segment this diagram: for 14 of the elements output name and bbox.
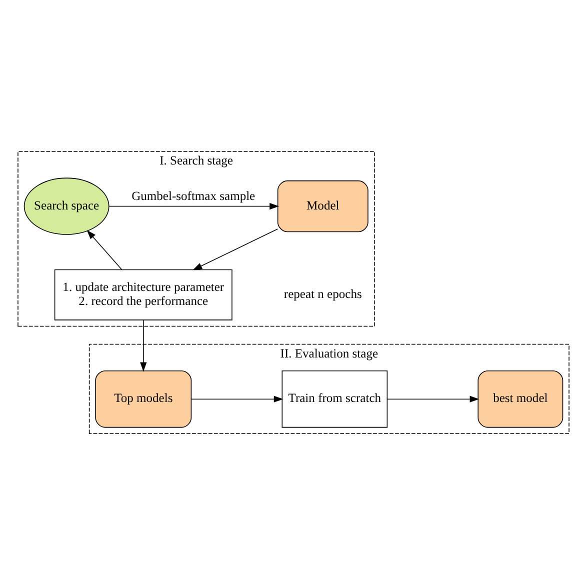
arrow [86, 229, 122, 270]
node-box: 1. update architecture parameter 2. record the performance [54, 268, 232, 320]
arrow [386, 395, 480, 402]
node-ellipse: Search space [24, 177, 110, 234]
arrow [191, 395, 284, 402]
label: repeat n epochs [284, 286, 362, 300]
node-box: Top models [95, 370, 192, 428]
edge-label: Gumbel-softmax sample [132, 188, 256, 202]
node-box: Train from scratch [282, 370, 388, 428]
arrow [192, 228, 278, 270]
arrow [140, 319, 147, 372]
node-box: Model [277, 180, 368, 232]
arrow [108, 202, 279, 210]
node-box: best model [478, 370, 564, 428]
